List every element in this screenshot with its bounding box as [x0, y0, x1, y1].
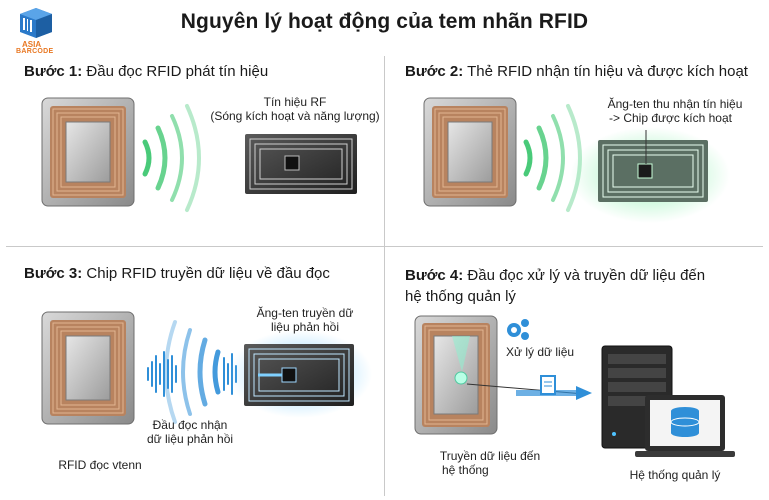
tx-antenna-note-line1: Ăng-ten truyền dữ	[256, 306, 354, 320]
step1-reader	[41, 97, 135, 207]
step4-text-line1: Đầu đọc xử lý và truyền dữ liệu đến	[467, 267, 706, 284]
asia-barcode-logo	[8, 4, 80, 56]
page-title: Nguyên lý hoạt động của tem nhãn RFID	[180, 10, 589, 33]
step4-text-line2: hệ thống quản lý	[405, 288, 516, 305]
step2-text: Thẻ RFID nhận tín hiệu và được kích hoạt	[467, 63, 748, 80]
step1-label: Bước 1:	[24, 63, 83, 80]
transfer-note-line1: Truyền dữ liệu đến	[439, 449, 541, 463]
logo-cube-icon	[20, 8, 52, 38]
step3-text: Chip RFID truyền dữ liệu về đầu đọc	[86, 265, 330, 282]
gear-icon	[507, 319, 529, 340]
antenna-note-line2: -> Chip được kích hoạt	[609, 111, 732, 125]
step2-rfid-tag-active	[598, 140, 708, 202]
antenna-note-line1: Ăng-ten thu nhận tín hiệu	[607, 97, 743, 111]
step1-rfid-tag	[245, 134, 357, 194]
step1-rf-waves	[142, 104, 201, 212]
vertical-divider	[384, 56, 385, 496]
step3-data-waves	[164, 320, 221, 424]
step2-reader	[423, 97, 517, 207]
logo-line1: ASIA	[22, 40, 42, 49]
signal-note-line1: Tín hiệu RF	[263, 95, 327, 109]
signal-note: Tín hiệu RF (Sóng kích hoạt và năng lượn…	[205, 95, 385, 123]
step1-heading: Bước 1: Đầu đọc RFID phát tín hiệu	[24, 63, 268, 80]
laptop-icon	[635, 395, 735, 457]
step3-rfid-tag-transmit	[244, 344, 354, 406]
step3-waveform	[147, 351, 237, 397]
step3-heading: Bước 3: Chip RFID truyền dữ liệu về đầu …	[24, 265, 330, 282]
step2-label: Bước 2:	[405, 63, 464, 80]
step3-reader	[41, 311, 135, 425]
reader-label: RFID đọc vtenn	[58, 458, 142, 472]
step4-heading: Bước 4: Đầu đọc xử lý và truyền dữ liệu …	[405, 265, 705, 307]
horizontal-divider	[6, 246, 763, 247]
antenna-note: Ăng-ten thu nhận tín hiệu -> Chip được k…	[595, 97, 755, 125]
database-icon	[670, 407, 700, 437]
logo-line2: BARCODE	[16, 48, 54, 55]
step2-rf-waves	[523, 104, 582, 212]
document-icon	[540, 375, 556, 395]
step1-text: Đầu đọc RFID phát tín hiệu	[86, 63, 269, 80]
step3-label: Bước 3:	[24, 265, 83, 282]
system-note: Hệ thống quản lý	[629, 468, 721, 482]
step4-label: Bước 4:	[405, 267, 464, 284]
reader-rx-note-line1: Đầu đọc nhận	[152, 418, 228, 432]
transfer-note: Truyền dữ liệu đến hệ thống	[430, 449, 550, 477]
reader-rx-note-line2: dữ liệu phản hồi	[146, 432, 234, 446]
transfer-note-line2: hệ thống	[442, 463, 489, 477]
signal-note-line2: (Sóng kích hoạt và năng lượng)	[210, 109, 380, 123]
processing-note: Xử lý dữ liệu	[505, 345, 575, 359]
step2-heading: Bước 2: Thẻ RFID nhận tín hiệu và được k…	[405, 63, 748, 80]
reader-rx-note: Đầu đọc nhận dữ liệu phản hồi	[130, 418, 250, 446]
tx-antenna-note: Ăng-ten truyền dữ liệu phản hồi	[240, 306, 370, 334]
step4-reader	[414, 315, 498, 435]
tx-antenna-note-line2: liệu phản hồi	[270, 320, 340, 334]
